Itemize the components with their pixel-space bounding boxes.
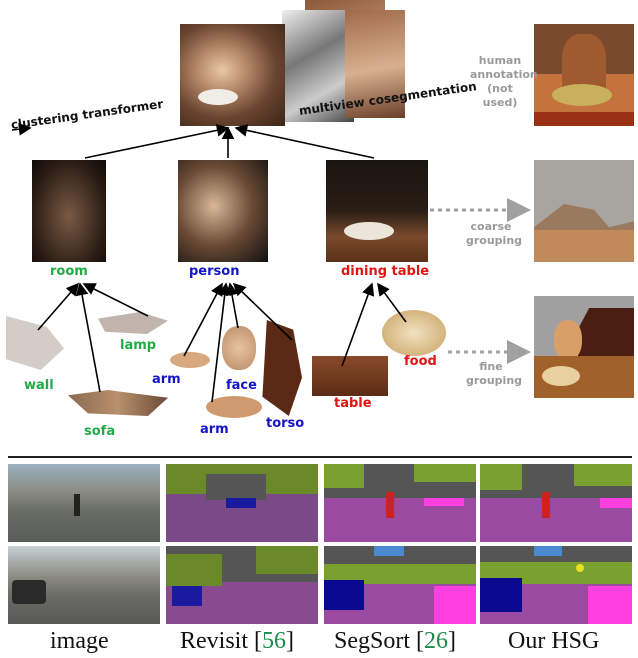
- lamp-fragment: [98, 312, 168, 334]
- view-photo-right: [345, 10, 405, 118]
- human-annotation-segmentation: [534, 24, 634, 126]
- hierarchy-diagram: human annotation (not used) clustering t…: [6, 0, 634, 439]
- person-label: person: [189, 264, 240, 279]
- caption-hsg: Our HSG: [508, 628, 600, 654]
- arm-fragment-2: [206, 396, 262, 418]
- view-photo-gray: [282, 10, 354, 122]
- segsort-seg-2: [324, 546, 476, 624]
- arm-label-2: arm: [200, 422, 229, 437]
- street-image-2: [8, 546, 160, 624]
- revisit-seg-1: [166, 464, 318, 542]
- main-photo: [180, 24, 285, 126]
- caption-revisit: Revisit [56]: [180, 628, 294, 655]
- caption-segsort-close: ]: [448, 628, 456, 654]
- caption-revisit-close: ]: [286, 628, 294, 654]
- wall-label: wall: [24, 378, 54, 393]
- caption-revisit-title: Revisit [: [180, 628, 262, 654]
- hsg-seg-1: [480, 464, 632, 542]
- table-label: table: [334, 396, 372, 411]
- hierarchy-arrows: [11, 122, 531, 403]
- caption-image: image: [50, 628, 109, 654]
- human-annotation-label: human annotation (not used): [470, 54, 538, 109]
- dining-table-photo: [326, 160, 428, 262]
- caption-segsort-ref: 26: [424, 628, 448, 654]
- hsg-seg-2: [480, 546, 632, 624]
- caption-revisit-ref: 56: [262, 628, 286, 654]
- caption-segsort-title: SegSort [: [334, 628, 424, 654]
- room-photo: [32, 160, 106, 262]
- fine-grouping-label: fine grouping: [466, 360, 523, 387]
- coarse-grouping-segmentation: [534, 160, 634, 262]
- lamp-label: lamp: [120, 338, 157, 353]
- segsort-seg-1: [324, 464, 476, 542]
- caption-segsort: SegSort [26]: [334, 628, 456, 655]
- coarse-grouping-label: coarse grouping: [466, 220, 523, 247]
- torso-label: torso: [266, 416, 305, 431]
- food-label: food: [404, 354, 437, 369]
- person-photo: [178, 160, 268, 262]
- street-image-1: [8, 464, 160, 542]
- table-fragment: [312, 356, 388, 396]
- arm-label-1: arm: [152, 372, 181, 387]
- arm-fragment-1: [170, 352, 210, 368]
- revisit-seg-2: [166, 546, 318, 624]
- section-divider: [8, 456, 632, 458]
- comparison-grid: image Revisit [56] SegSort [26] Our HSG: [0, 462, 638, 658]
- fine-grouping-segmentation: [534, 296, 634, 398]
- food-fragment: [382, 310, 446, 356]
- face-fragment: [222, 326, 256, 370]
- room-label: room: [50, 264, 88, 279]
- face-label: face: [226, 378, 257, 393]
- dining-table-label: dining table: [341, 264, 430, 279]
- sofa-label: sofa: [84, 424, 116, 439]
